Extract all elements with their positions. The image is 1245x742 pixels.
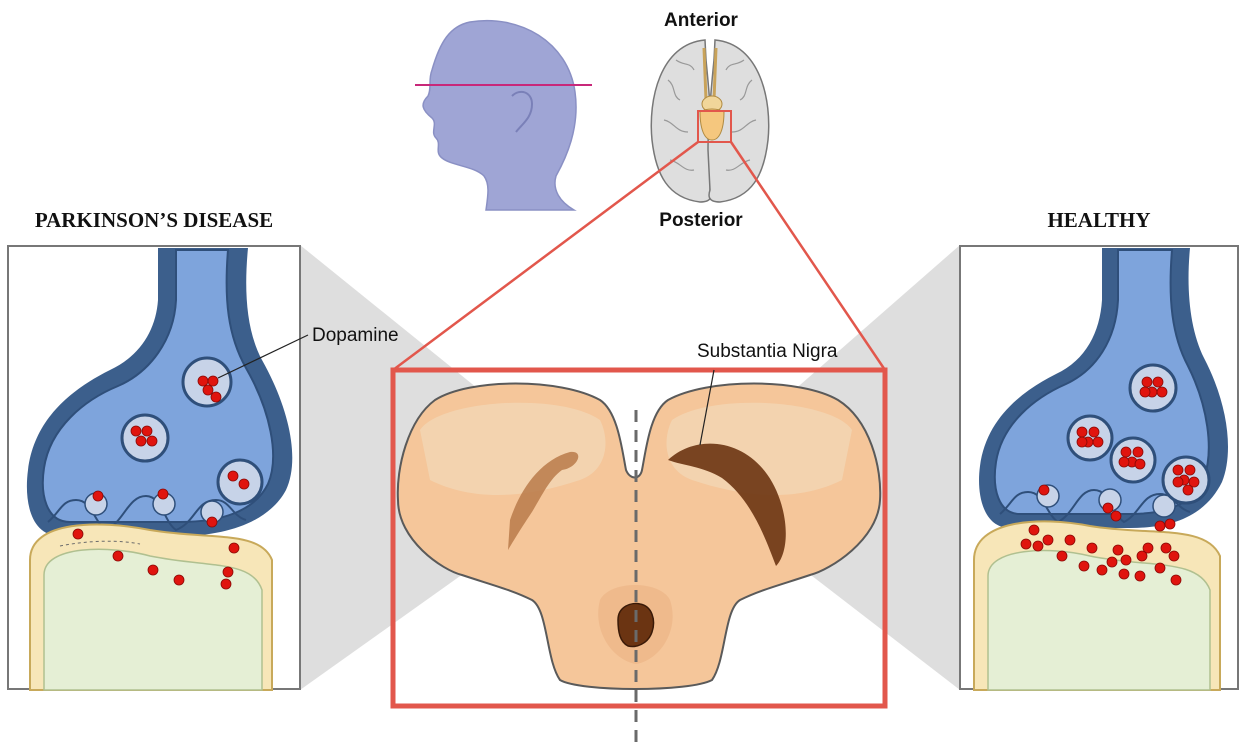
dopamine-molecule xyxy=(203,385,213,395)
dopamine-molecule xyxy=(1111,511,1121,521)
dopamine-molecule xyxy=(1093,437,1103,447)
dopamine-molecule xyxy=(131,426,141,436)
dopamine-molecule xyxy=(1043,535,1053,545)
head-profile xyxy=(415,21,592,210)
dopamine-molecule xyxy=(211,392,221,402)
dopamine-molecule xyxy=(174,575,184,585)
callout-line-right xyxy=(731,142,885,370)
dopamine-molecule xyxy=(1142,377,1152,387)
posterior-label: Posterior xyxy=(659,210,743,231)
dopamine-molecule xyxy=(1107,557,1117,567)
dopamine-molecule xyxy=(1097,565,1107,575)
dopamine-molecule xyxy=(1153,377,1163,387)
dopamine-molecule xyxy=(147,436,157,446)
dopamine-molecule xyxy=(1173,465,1183,475)
dopamine-molecule xyxy=(1087,543,1097,553)
midbrain-section xyxy=(398,384,880,742)
substantia-nigra-label: Substantia Nigra xyxy=(697,341,838,362)
dopamine-molecule xyxy=(1103,503,1113,513)
parkinsons-synapse-panel xyxy=(8,246,300,690)
parkinsons-title: PARKINSON’S DISEASE xyxy=(35,208,273,232)
dopamine-molecule xyxy=(136,436,146,446)
dopamine-molecule xyxy=(1079,561,1089,571)
dopamine-molecule xyxy=(142,426,152,436)
healthy-synapse-panel xyxy=(960,246,1238,690)
dopamine-molecule xyxy=(1161,543,1171,553)
dopamine-molecule xyxy=(93,491,103,501)
dopamine-molecule xyxy=(158,489,168,499)
dopamine-molecule xyxy=(207,517,217,527)
dopamine-molecule xyxy=(73,529,83,539)
dopamine-molecule xyxy=(1165,519,1175,529)
dopamine-molecule xyxy=(1121,447,1131,457)
dopamine-molecule xyxy=(1119,569,1129,579)
dopamine-molecule xyxy=(148,565,158,575)
dopamine-molecule xyxy=(1033,541,1043,551)
anterior-label: Anterior xyxy=(664,10,739,31)
dopamine-molecule xyxy=(1029,525,1039,535)
dopamine-molecule xyxy=(1121,555,1131,565)
dopamine-molecule xyxy=(208,376,218,386)
dopamine-molecule xyxy=(229,543,239,553)
healthy-title: HEALTHY xyxy=(1047,208,1150,232)
dopamine-molecule xyxy=(1113,545,1123,555)
dopamine-molecule xyxy=(239,479,249,489)
dopamine-molecule xyxy=(1171,575,1181,585)
dopamine-molecule xyxy=(1155,563,1165,573)
dopamine-molecule xyxy=(1077,427,1087,437)
dopamine-molecule xyxy=(1185,465,1195,475)
dopamine-molecule xyxy=(1157,387,1167,397)
dopamine-molecule xyxy=(198,376,208,386)
dopamine-molecule xyxy=(1155,521,1165,531)
dopamine-molecule xyxy=(1077,437,1087,447)
dopamine-molecule xyxy=(221,579,231,589)
dopamine-molecule xyxy=(223,567,233,577)
dopamine-molecule xyxy=(1183,485,1193,495)
dopamine-molecule xyxy=(228,471,238,481)
dopamine-molecule xyxy=(1065,535,1075,545)
dopamine-molecule xyxy=(1057,551,1067,561)
dopamine-molecule xyxy=(1039,485,1049,495)
dopamine-molecule xyxy=(1089,427,1099,437)
dopamine-molecule xyxy=(1135,459,1145,469)
dopamine-label: Dopamine xyxy=(312,325,399,346)
dopamine-molecule xyxy=(113,551,123,561)
ventral-brain xyxy=(651,40,768,202)
dopamine-molecule xyxy=(1140,387,1150,397)
dopamine-molecule xyxy=(1173,477,1183,487)
dopamine-molecule xyxy=(1021,539,1031,549)
dopamine-molecule xyxy=(1119,457,1129,467)
dopamine-molecule xyxy=(1143,543,1153,553)
dopamine-molecule xyxy=(1169,551,1179,561)
dopamine-molecule xyxy=(1135,571,1145,581)
dopamine-molecule xyxy=(1133,447,1143,457)
